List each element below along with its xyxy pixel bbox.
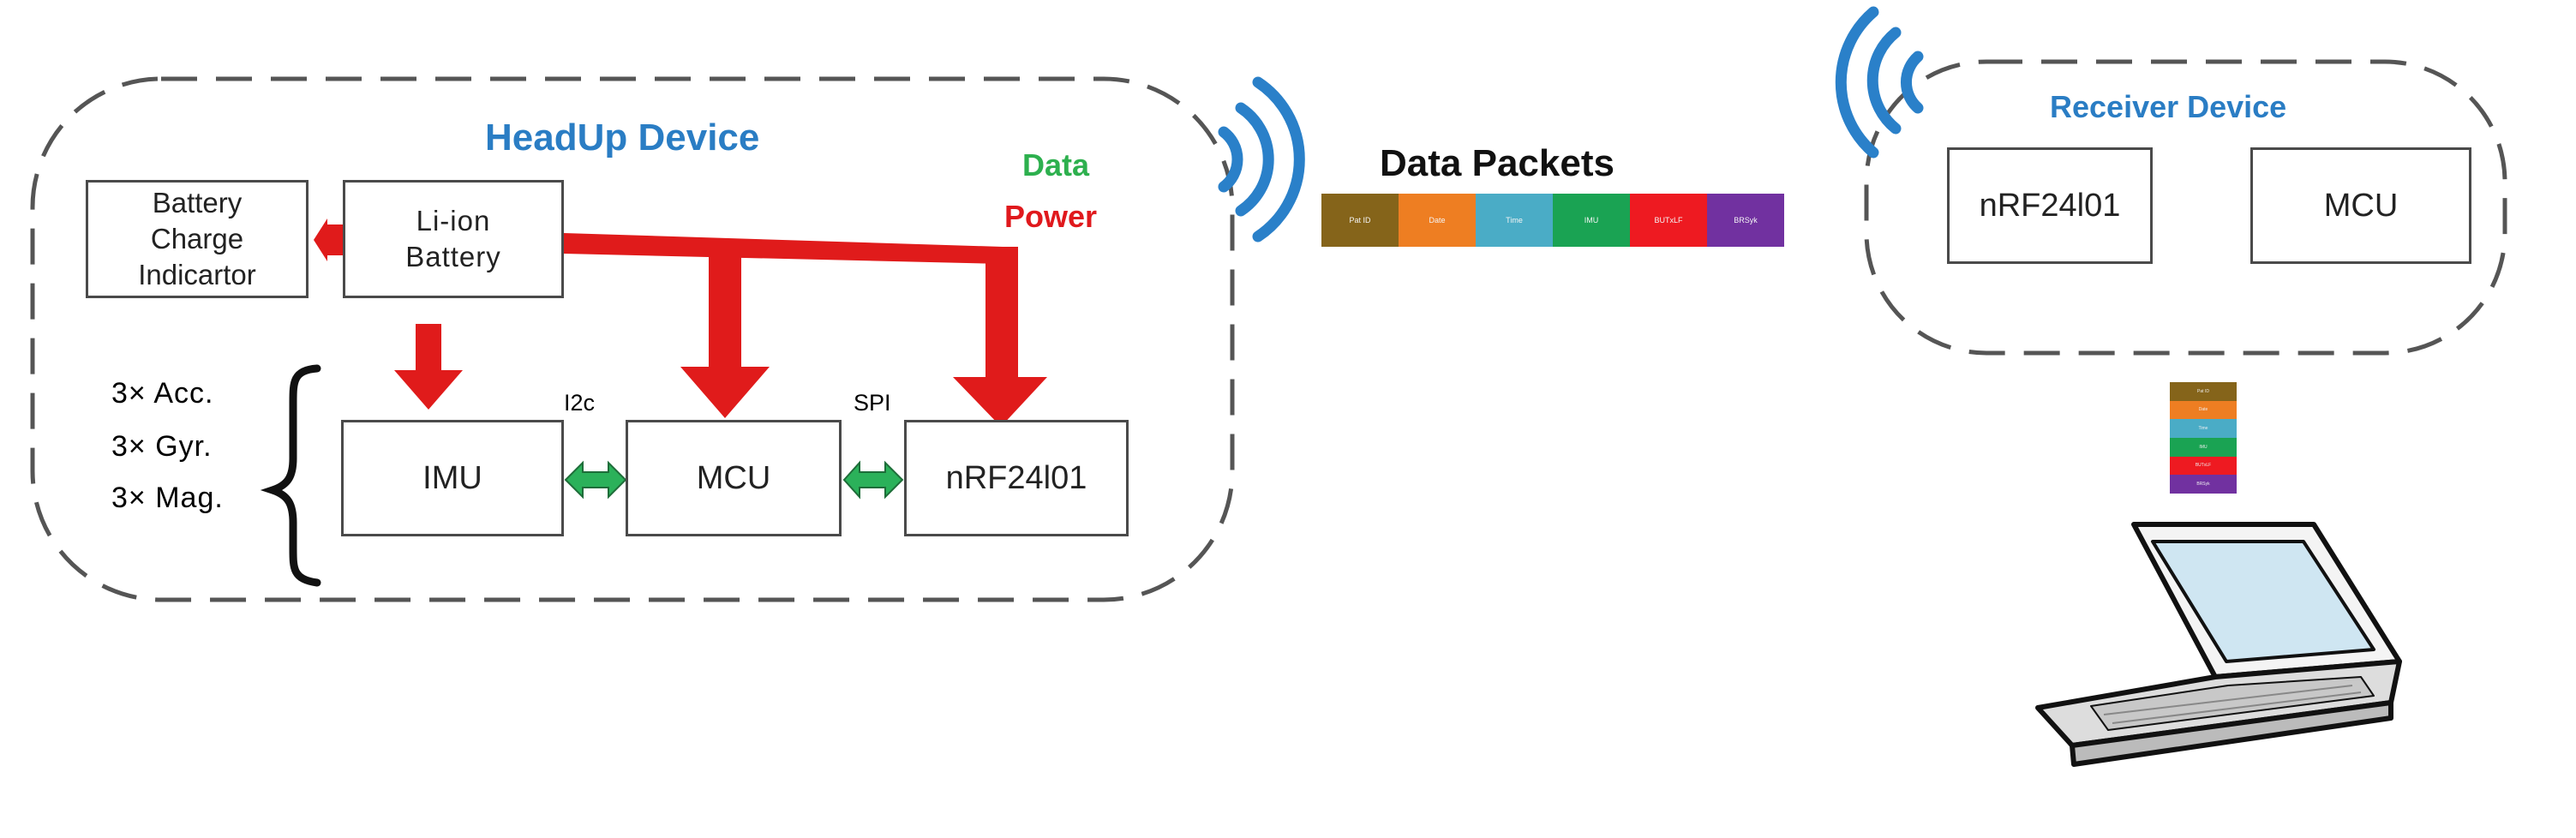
receiver-device-container: [1864, 59, 2507, 356]
packet-segment: Pat ID: [1321, 194, 1399, 247]
legend-power: Power: [1004, 199, 1098, 234]
packet-stack-segment: BRSyk: [2170, 475, 2237, 494]
li-ion-battery-box: Li-ion Battery: [343, 180, 564, 298]
power-arrow-to-nrf: [953, 247, 1047, 427]
packet-segment: Time: [1476, 194, 1553, 247]
packet-stack-segment: Pat ID: [2170, 382, 2237, 401]
power-arrow-to-indicator: [314, 218, 343, 261]
bus-arrow-i2c: [564, 460, 627, 500]
laptop-icon: [2035, 522, 2402, 767]
sensor-acc: 3× Acc.: [111, 377, 214, 410]
wireless-signal-icon: [1835, 6, 1924, 159]
imu-box: IMU: [341, 420, 564, 536]
headup-device-title: HeadUp Device: [485, 117, 760, 159]
mcu-box: MCU: [626, 420, 842, 536]
power-arrow-to-imu: [394, 324, 463, 410]
headup-device-container: [30, 76, 1235, 602]
sensor-mag: 3× Mag.: [111, 482, 224, 514]
packet-stack-segment: Time: [2170, 419, 2237, 438]
receiver-device-title: Receiver Device: [2050, 89, 2287, 124]
packet-stack-segment: IMU: [2170, 438, 2237, 457]
packet-stack-segment: BUTxLF: [2170, 456, 2237, 476]
brace-icon: [260, 364, 321, 587]
data-packets-title: Data Packets: [1380, 142, 1614, 184]
power-arrows: [314, 218, 1047, 427]
bus-label-spi: SPI: [854, 390, 891, 416]
wireless-signal-icon: [1218, 76, 1305, 242]
packet-segment: BRSyk: [1707, 194, 1784, 247]
bus-arrow-spi: [842, 460, 904, 500]
packet-stack-segment: Date: [2170, 400, 2237, 420]
packet-segment: IMU: [1553, 194, 1630, 247]
packet-segment: Date: [1399, 194, 1476, 247]
receiver-nrf24l01-box: nRF24l01: [1947, 147, 2153, 264]
nrf24l01-box: nRF24l01: [904, 420, 1129, 536]
receiver-mcu-box: MCU: [2250, 147, 2471, 264]
sensor-gyr: 3× Gyr.: [111, 430, 213, 463]
power-arrow-to-mcu: [680, 245, 770, 418]
legend-data: Data: [1022, 147, 1090, 183]
power-bus-horizontal: [564, 233, 1003, 264]
battery-charge-indicator-box: Battery Charge Indicartor: [86, 180, 309, 298]
bus-label-i2c: I2c: [564, 390, 596, 416]
packet-segment: BUTxLF: [1630, 194, 1707, 247]
